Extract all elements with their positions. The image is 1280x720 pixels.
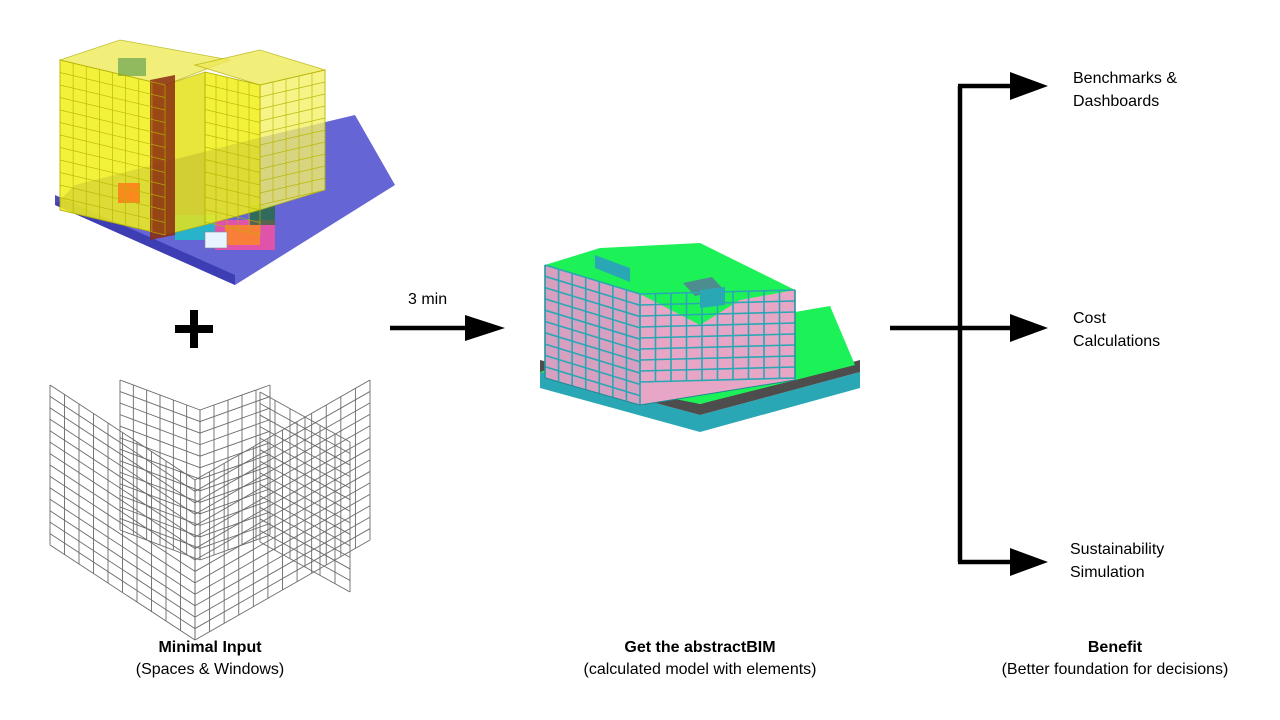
process-arrowhead bbox=[465, 315, 505, 341]
benefit-title: Benefit bbox=[1087, 639, 1143, 656]
benefit-arrowhead-3 bbox=[1010, 548, 1048, 576]
benefit-arrowhead-1 bbox=[1010, 72, 1048, 100]
benefit-subtitle: (Better foundation for decisions) bbox=[1001, 661, 1229, 678]
process-title: Get the abstractBIM bbox=[624, 639, 776, 656]
benefit-item-line2: Simulation bbox=[1070, 564, 1145, 581]
input-subtitle: (Spaces & Windows) bbox=[135, 661, 285, 678]
benefit-item-cost: Cost Calculations bbox=[1073, 307, 1160, 353]
benefit-arrowhead-2 bbox=[1010, 314, 1048, 342]
benefit-item-sustainability: Sustainability Simulation bbox=[1070, 538, 1164, 584]
plus-icon bbox=[175, 310, 213, 348]
benefit-caption: Benefit (Better foundation for decisions… bbox=[970, 637, 1260, 681]
benefit-item-line1: Cost bbox=[1073, 310, 1106, 327]
benefit-item-line1: Sustainability bbox=[1070, 541, 1165, 558]
benefit-item-benchmarks: Benchmarks & Dashboards bbox=[1073, 67, 1177, 113]
benefit-item-line2: Calculations bbox=[1073, 333, 1161, 350]
process-subtitle: (calculated model with elements) bbox=[583, 661, 817, 678]
input-caption: Minimal Input (Spaces & Windows) bbox=[80, 637, 340, 681]
benefit-item-line2: Dashboards bbox=[1073, 93, 1160, 110]
process-caption: Get the abstractBIM (calculated model wi… bbox=[540, 637, 860, 681]
benefit-item-line1: Benchmarks & bbox=[1073, 70, 1178, 87]
input-title: Minimal Input bbox=[158, 639, 262, 656]
process-time-label: 3 min bbox=[408, 291, 448, 308]
